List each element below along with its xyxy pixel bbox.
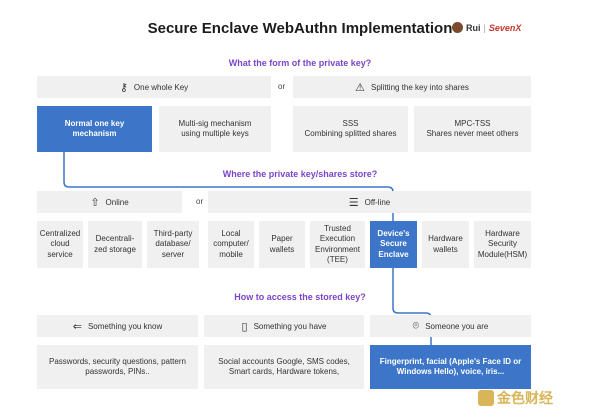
face-scan-icon: ⌾ (412, 319, 420, 332)
option-third-party-db: Third-party database/ server (147, 221, 199, 268)
header-one-whole-key: ⚷ One whole Key (37, 76, 271, 98)
phone-icon: ▯ (241, 320, 248, 333)
header-offline-label: Off-line (364, 197, 391, 207)
header-something-you-have: ▯ Something you have (204, 315, 364, 337)
diagram-title: Secure Enclave WebAuthn Implementation (147, 20, 453, 37)
option-local-computer: Local computer/ mobile (208, 221, 254, 268)
option-centralized-cloud: Centralized cloud service (37, 221, 83, 268)
sevenx-logo: SevenX (488, 22, 522, 33)
question-1: What the form of the private key? (228, 58, 372, 68)
arrow-left-icon: ⇐ (72, 320, 82, 333)
option-tee: Trusted Execution Environment (TEE) (310, 221, 365, 268)
header-are-label: Someone you are (425, 321, 489, 331)
header-offline: ☰ Off-line (208, 191, 531, 213)
cloud-upload-icon: ⇧ (90, 196, 100, 209)
watermark: 金色财经 (478, 388, 553, 408)
question-2: Where the private key/shares store? (222, 169, 378, 179)
option-have-examples: Social accounts Google, SMS codes, Smart… (204, 345, 364, 389)
option-are-examples: Fingerprint, facial (Apple's Face ID or … (370, 345, 531, 389)
logos: Rui | SevenX (452, 22, 521, 33)
key-icon: ⚷ (119, 81, 128, 94)
split-icon: ⚠ (355, 81, 366, 94)
header-know-label: Something you know (87, 321, 163, 331)
option-know-examples: Passwords, security questions, pattern p… (37, 345, 198, 389)
option-hardware-wallets: Hardware wallets (422, 221, 469, 268)
option-hsm: Hardware Security Module(HSM) (474, 221, 531, 268)
option-secure-enclave: Device's Secure Enclave (370, 221, 417, 268)
option-paper-wallets: Paper wallets (259, 221, 305, 268)
logo-separator: | (483, 22, 486, 33)
header-have-label: Something you have (253, 321, 327, 331)
header-someone-you-are: ⌾ Someone you are (370, 315, 531, 337)
flow-line-1 (63, 152, 394, 221)
or-label-2: or (196, 197, 204, 206)
question-3: How to access the stored key? (234, 292, 366, 302)
option-multi-sig: Multi-sig mechanism using multiple keys (159, 106, 271, 152)
option-sss: SSS Combining splitted shares (293, 106, 408, 152)
header-something-you-know: ⇐ Something you know (37, 315, 198, 337)
or-label-1: or (278, 82, 286, 91)
header-splitting: ⚠ Splitting the key into shares (293, 76, 531, 98)
header-one-whole-key-label: One whole Key (133, 82, 189, 92)
option-normal-one-key: Normal one key mechanism (37, 106, 152, 152)
option-mpc-tss: MPC-TSS Shares never meet others (414, 106, 531, 152)
header-online-label: Online (105, 197, 129, 207)
option-decentralized-storage: Decentrali-zed storage (88, 221, 142, 268)
header-splitting-label: Splitting the key into shares (371, 82, 469, 92)
watermark-logo-icon (478, 390, 494, 406)
header-online: ⇧ Online (37, 191, 182, 213)
rui-logo-icon (452, 22, 463, 33)
watermark-text: 金色财经 (497, 390, 553, 406)
rui-logo-text: Rui (466, 22, 481, 33)
server-icon: ☰ (348, 196, 359, 209)
